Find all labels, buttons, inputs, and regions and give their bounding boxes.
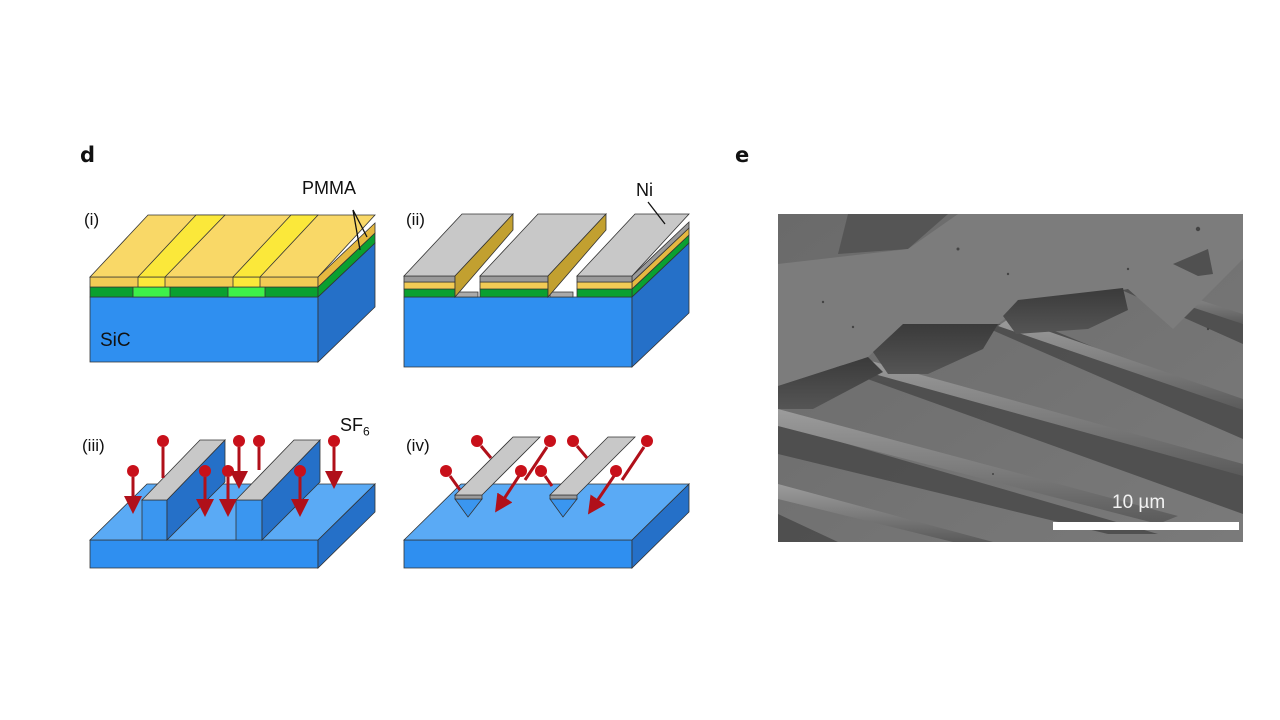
pmma-label: PMMA (302, 178, 356, 198)
sf6-label-subscript: 6 (363, 424, 370, 439)
scale-bar-label: 10 µm (1112, 492, 1166, 513)
sem-micrograph (778, 214, 1243, 542)
panel-letter-e: e (735, 143, 750, 167)
sic-label: SiC (100, 330, 131, 351)
sem-undercut-pits (778, 249, 1213, 409)
scale-bar (1053, 522, 1239, 530)
sf6-label-main: SF (340, 415, 364, 435)
subpanel-label-iii: (iii) (82, 436, 105, 455)
ni-pointer (647, 201, 666, 225)
sem-nanobeams (778, 280, 1243, 542)
panel-letter-d: d (80, 143, 96, 167)
sem-micrograph-render (778, 214, 1243, 542)
subpanel-label-ii: (ii) (406, 210, 425, 229)
panel-d-diagram (89, 201, 690, 569)
ni-label: Ni (636, 180, 653, 200)
sf6-ions-iii (124, 435, 343, 517)
sem-dust (821, 226, 1210, 475)
sf6-ions-iv (440, 435, 653, 515)
subpanel-ii-block (403, 212, 690, 368)
subpanel-label-i: (i) (84, 210, 100, 229)
pmma-pointer (352, 209, 368, 251)
subpanel-i-block (89, 214, 376, 363)
subpanel-iv-block (403, 436, 690, 569)
subpanel-label-iv: (iv) (406, 436, 430, 455)
sf6-label: SF6 (340, 415, 370, 439)
